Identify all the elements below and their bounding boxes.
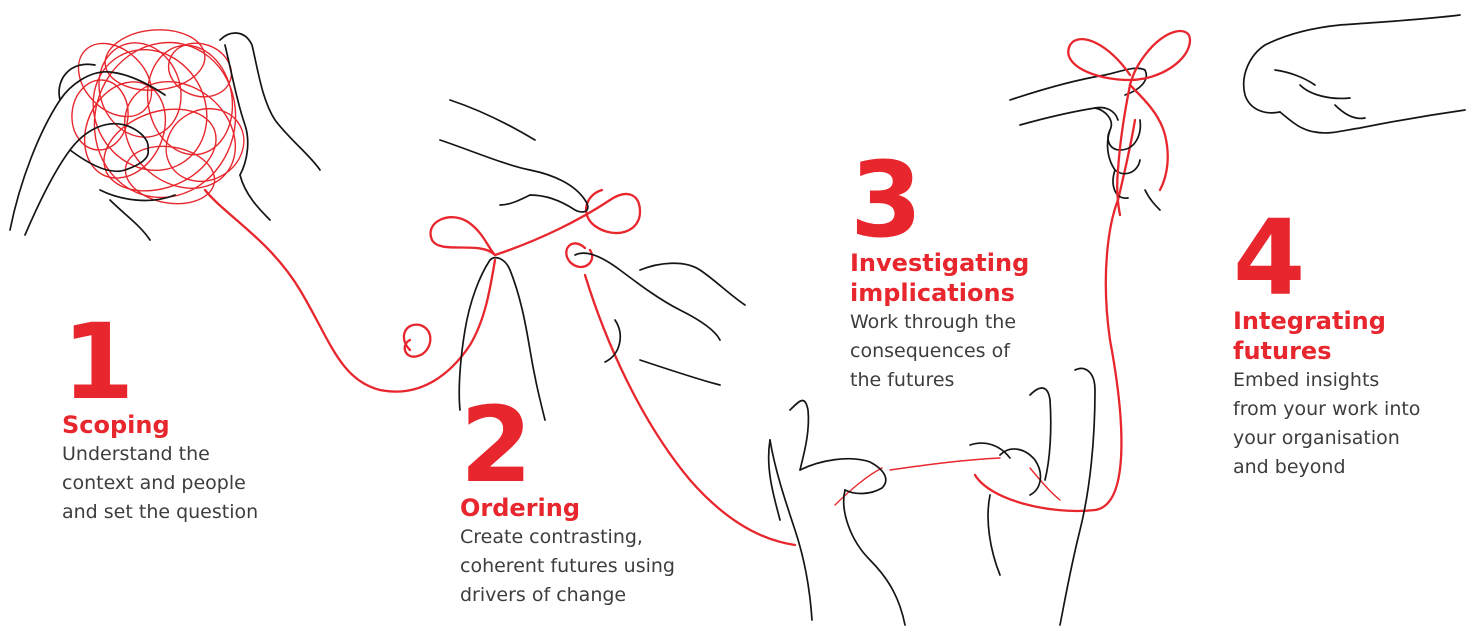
step-description: Understand the context and people and se…: [62, 443, 259, 523]
hands-step-1: [9, 32, 321, 241]
tangled-thread-ball: [71, 29, 245, 205]
hands-step-2: [439, 99, 746, 421]
step-description: Work through the consequences of the fut…: [850, 311, 1017, 391]
step-title: Integrating futures: [1233, 307, 1386, 365]
red-thread: [203, 118, 1137, 547]
step-title: Ordering: [460, 494, 581, 522]
step-number: 3: [850, 139, 922, 261]
step-2: 2 Ordering Create contrasting, coherent …: [460, 393, 675, 610]
step-title: Investigating implications: [850, 249, 1030, 307]
hands-step-3: [767, 367, 1096, 626]
step-number: 1: [62, 301, 134, 423]
step-description: Create contrasting, coherent futures usi…: [460, 526, 675, 606]
step-3: 3 Investigating implications Work throug…: [850, 148, 1029, 395]
hands-step-4: [1009, 14, 1466, 217]
step-title: Scoping: [62, 411, 170, 439]
step-number: 4: [1233, 197, 1305, 319]
step-4: 4 Integrating futures Embed insights fro…: [1233, 206, 1420, 482]
step-1: 1 Scoping Understand the context and peo…: [62, 310, 258, 527]
step-description: Embed insights from your work into your …: [1233, 369, 1421, 478]
step-number: 2: [460, 384, 532, 506]
